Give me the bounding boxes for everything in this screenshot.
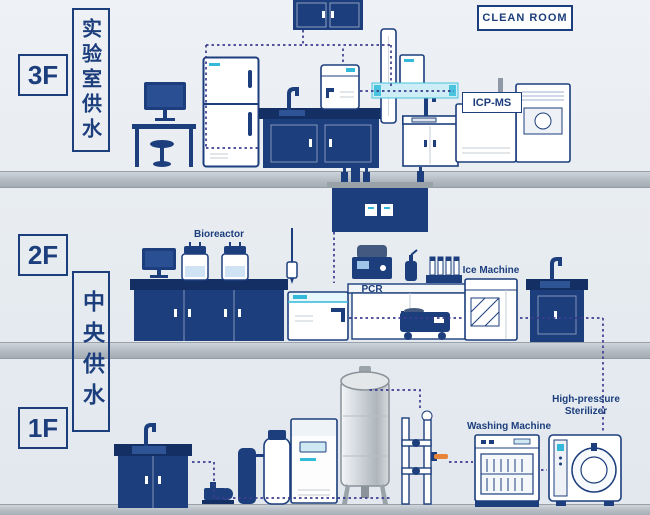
sterilizer-label: High-pressure Sterilizer [538, 394, 634, 418]
workstation-3f [132, 82, 196, 167]
benchtop-purifier-3f [320, 64, 360, 110]
tall-water-unit-3f [202, 56, 260, 168]
sterilizer-label-line1: High-pressure [552, 394, 620, 405]
icp-ms-label-text: ICP-MS [472, 96, 512, 109]
ice-machine-label-text: Ice Machine [462, 265, 520, 276]
wall-shelf-2f [327, 166, 433, 232]
floor-tag-1f-text: 1F [27, 412, 59, 443]
bioreactor-label: Bioreactor [184, 229, 254, 240]
wall-cabinet-3f [293, 0, 363, 30]
water-softener-1f [238, 430, 291, 505]
icp-ms-label: ICP-MS [462, 92, 522, 113]
section-title-lab-supply: 实验室供水 [72, 8, 110, 152]
floor-tag-2f-text: 2F [27, 239, 59, 270]
pcr-label-text: PCR [361, 284, 383, 295]
floor-tag-2f: 2F [18, 234, 68, 276]
faucet-2f-sink-icon [550, 257, 562, 280]
pcr-label: PCR [350, 284, 394, 295]
pipe-riser-3f [380, 28, 397, 124]
bioreactor-vessels [181, 242, 249, 281]
section-title-central-supply-text: 中央供水 [79, 289, 104, 414]
lab-bench-3f [259, 108, 383, 168]
lab-bench-2f-left [130, 279, 288, 341]
monitor-2f [142, 248, 176, 278]
storage-tank-1f [340, 366, 390, 504]
faucet-3f-sink-icon [424, 93, 436, 116]
sink-cabinet-3f [402, 115, 460, 167]
feed-pump-1f [202, 482, 234, 504]
floor-slab-3f-2f [0, 171, 650, 188]
floor-tag-3f: 3F [18, 54, 68, 96]
washing-machine [474, 434, 540, 507]
bioreactor-label-text: Bioreactor [193, 229, 244, 240]
pcr-machine [352, 245, 392, 279]
icp-ms-instrument [455, 78, 571, 163]
floor-tag-1f: 1F [18, 407, 68, 449]
section-title-lab-supply-text: 实验室供水 [78, 17, 103, 143]
sink-bench-2f [526, 279, 588, 342]
balance-cart-2f [400, 308, 450, 340]
piping-manifold-1f [401, 410, 448, 505]
hanging-hose-2f [286, 228, 298, 284]
ice-machine [464, 278, 518, 341]
faucet-3f-bench-icon [287, 87, 299, 110]
sink-cabinet-1f [114, 444, 192, 508]
ro-purification-unit-1f [290, 418, 338, 504]
section-title-central-supply: 中央供水 [72, 271, 110, 432]
central-purifier-2f [287, 291, 349, 341]
wash-bottle-2f [405, 249, 418, 281]
washing-machine-label-text: Washing Machine [466, 421, 552, 432]
tube-rack-2f [426, 256, 462, 283]
washing-machine-label: Washing Machine [466, 421, 552, 432]
faucet-1f-sink-icon [144, 423, 156, 446]
ice-machine-label: Ice Machine [460, 265, 522, 276]
clean-room-sign: CLEAN ROOM [477, 5, 573, 31]
high-pressure-sterilizer [548, 434, 622, 506]
floor-tag-3f-text: 3F [27, 59, 59, 90]
sterilizer-label-line2: Sterilizer [564, 406, 608, 417]
clean-room-sign-text: CLEAN ROOM [482, 12, 568, 24]
floor-slab-ground [0, 504, 650, 515]
